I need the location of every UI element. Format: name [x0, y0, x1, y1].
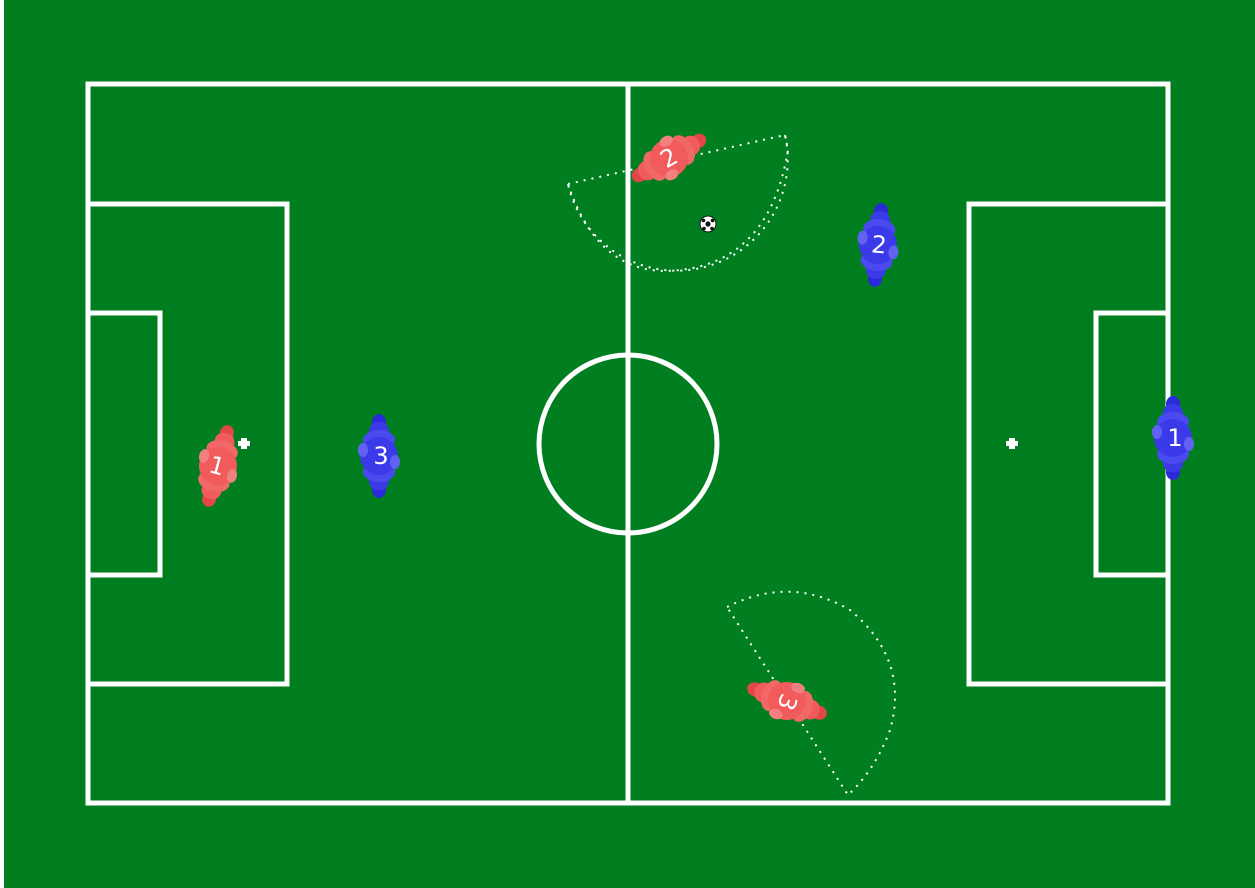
- blue-player-3-number: 3: [373, 442, 388, 470]
- blue-player-2-number: 2: [870, 230, 888, 259]
- blue-player-1-number: 1: [1167, 424, 1182, 452]
- soccer-ball-icon[interactable]: [700, 216, 716, 232]
